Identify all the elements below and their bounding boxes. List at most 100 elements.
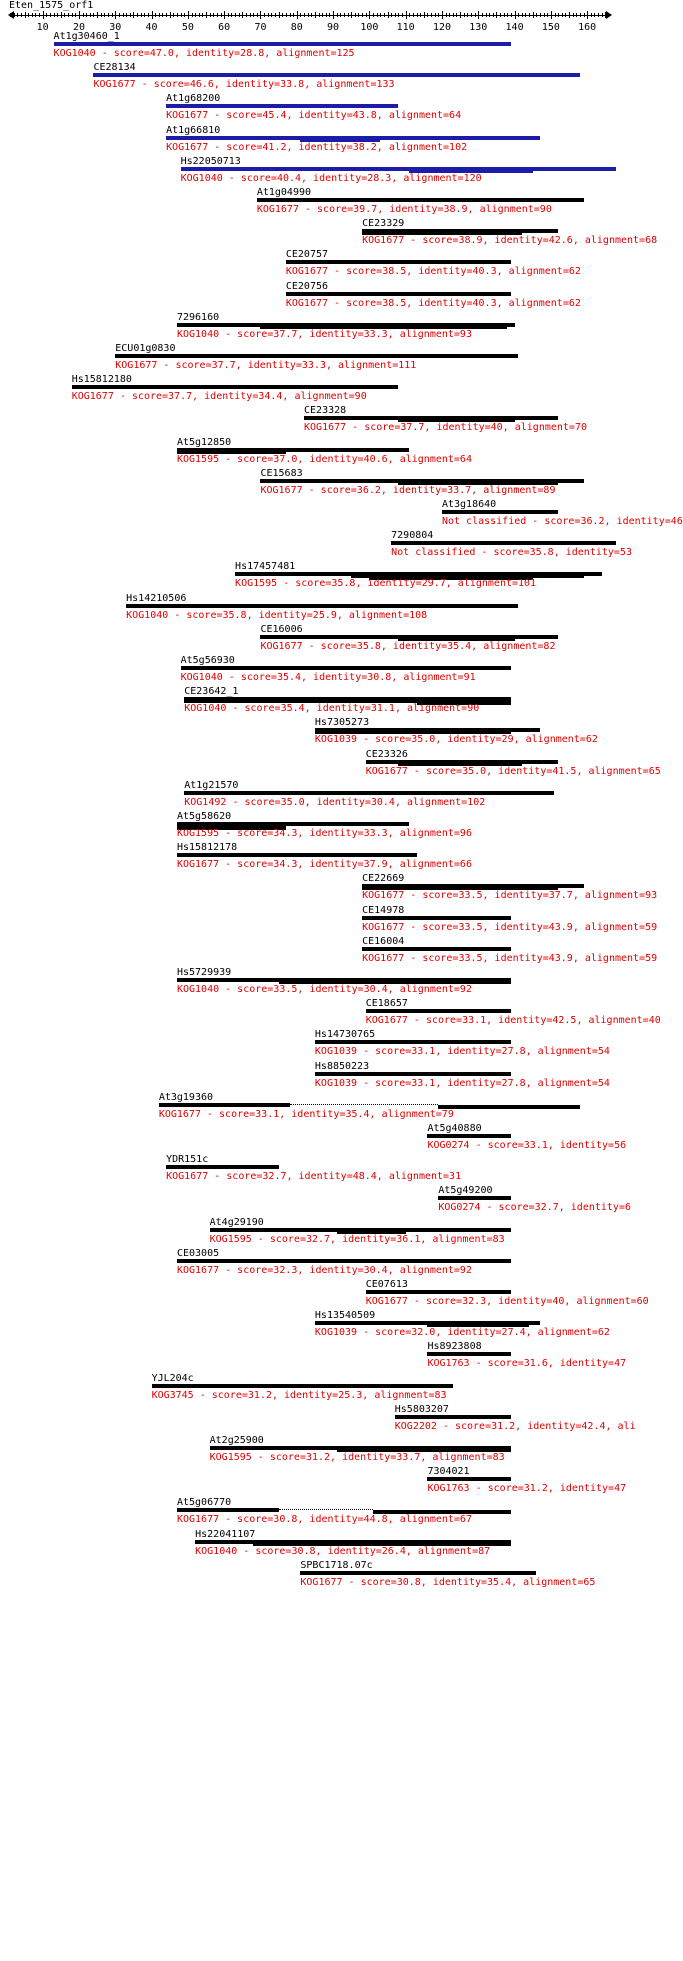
alignment-bar[interactable]	[416, 701, 511, 706]
alignment-bar[interactable]	[166, 1165, 279, 1170]
alignment-bar[interactable]	[151, 1383, 453, 1388]
hit-description[interactable]: KOG1595 - score=34.3, identity=33.3, ali…	[176, 828, 472, 839]
alignment-bar[interactable]	[365, 1009, 511, 1014]
hit-description[interactable]: KOG1677 - score=46.6, identity=33.8, ali…	[93, 79, 395, 91]
hit-name[interactable]: 7304021	[427, 1466, 470, 1478]
alignment-bar[interactable]	[362, 886, 559, 891]
hit-description[interactable]: KOG1040 - score=30.8, identity=26.4, ali…	[195, 1545, 491, 1557]
alignment-bar[interactable]	[253, 1541, 511, 1546]
hit-description[interactable]: KOG1677 - score=33.1, identity=42.5, ali…	[365, 1015, 661, 1027]
alignment-bar[interactable]	[373, 1510, 511, 1515]
hit-description[interactable]: KOG1492 - score=35.0, identity=30.4, ali…	[184, 796, 486, 808]
alignment-bar[interactable]	[409, 168, 533, 173]
hit-description[interactable]: KOG1677 - score=38.5, identity=40.3, ali…	[285, 297, 581, 309]
alignment-bar[interactable]	[300, 137, 381, 142]
alignment-bar[interactable]	[398, 480, 559, 485]
hit-description[interactable]: KOG1677 - score=33.5, identity=43.9, ali…	[362, 952, 658, 964]
hit-description[interactable]: KOG1040 - score=40.4, identity=28.3, ali…	[180, 172, 482, 184]
hit-description[interactable]: Not classified - score=35.8, identity=53	[391, 547, 632, 559]
hit-description[interactable]: KOG1677 - score=37.7, identity=40, align…	[304, 422, 587, 434]
hit-description[interactable]: KOG1677 - score=38.9, identity=42.6, ali…	[362, 235, 658, 247]
hit-name[interactable]: At1g30460_1	[53, 31, 120, 42]
hit-name[interactable]: Hs5803207	[394, 1403, 449, 1415]
alignment-bar[interactable]	[166, 104, 399, 109]
hit-name[interactable]: CE20757	[285, 249, 329, 261]
alignment-bar[interactable]	[176, 853, 417, 858]
hit-description[interactable]: KOG1040 - score=47.0, identity=28.8, ali…	[53, 48, 355, 59]
hit-name[interactable]: Hs14210506	[126, 592, 187, 604]
alignment-bar[interactable]	[391, 541, 617, 546]
alignment-bar[interactable]	[441, 510, 559, 514]
hit-description[interactable]: KOG1677 - score=36.2, identity=33.7, ali…	[260, 484, 556, 496]
hit-name[interactable]: CE14978	[362, 904, 405, 916]
alignment-bar[interactable]	[176, 1508, 279, 1513]
hit-description[interactable]: KOG1677 - score=32.7, identity=48.4, ali…	[166, 1171, 462, 1183]
hit-description[interactable]: KOG1040 - score=33.5, identity=30.4, ali…	[176, 984, 472, 995]
hit-name[interactable]: At1g04990	[256, 187, 312, 198]
alignment-bar[interactable]	[427, 1477, 511, 1482]
hit-name[interactable]: YJL204c	[151, 1372, 194, 1384]
hit-description[interactable]: KOG1677 - score=38.5, identity=40.3, ali…	[285, 266, 581, 278]
alignment-bar[interactable]	[427, 1134, 511, 1138]
alignment-bar[interactable]	[176, 449, 286, 454]
alignment-bar[interactable]	[93, 73, 580, 78]
alignment-bar[interactable]	[427, 1323, 530, 1328]
alignment-bar[interactable]	[184, 790, 555, 795]
hit-name[interactable]: At1g21570	[184, 779, 239, 791]
hit-description[interactable]: KOG1677 - score=33.5, identity=37.7, ali…	[362, 890, 658, 902]
hit-description[interactable]: KOG1040 - score=35.4, identity=30.8, ali…	[180, 672, 476, 683]
hit-description[interactable]: KOG0274 - score=32.7, identity=6	[438, 1202, 631, 1214]
hit-name[interactable]: CE16004	[362, 935, 405, 947]
alignment-bar[interactable]	[300, 1570, 537, 1575]
hit-description[interactable]: KOG1040 - score=35.8, identity=25.9, ali…	[126, 609, 428, 621]
hit-description[interactable]: KOG1040 - score=37.7, identity=33.3, ali…	[176, 328, 472, 340]
hit-description[interactable]: KOG1595 - score=31.2, identity=33.7, ali…	[209, 1452, 505, 1463]
alignment-bar[interactable]	[260, 324, 508, 329]
hit-name[interactable]: CE15683	[260, 467, 303, 479]
alignment-bar[interactable]	[314, 1040, 511, 1045]
alignment-bar[interactable]	[256, 198, 584, 202]
hit-description[interactable]: KOG1039 - score=33.1, identity=27.8, ali…	[314, 1077, 610, 1089]
hit-description[interactable]: KOG1763 - score=31.6, identity=47	[427, 1358, 627, 1370]
hit-name[interactable]: YDR151c	[166, 1154, 209, 1166]
hit-name[interactable]: Hs22050713	[180, 155, 241, 167]
hit-name[interactable]: CE22669	[362, 873, 405, 885]
hit-name[interactable]: CE23326	[365, 748, 408, 760]
hit-name[interactable]: ECU01g0830	[115, 343, 176, 354]
alignment-bar[interactable]	[278, 980, 511, 984]
hit-name[interactable]: At1g66810	[166, 124, 221, 136]
alignment-bar[interactable]	[362, 231, 522, 236]
alignment-bar[interactable]	[53, 42, 511, 46]
hit-description[interactable]: KOG1677 - score=41.2, identity=38.2, ali…	[166, 141, 468, 153]
hit-name[interactable]: At5g40880	[427, 1123, 482, 1134]
hit-description[interactable]: KOG0274 - score=33.1, identity=56	[427, 1140, 627, 1151]
hit-description[interactable]: Not classified - score=36.2, identity=46	[441, 516, 683, 527]
hit-description[interactable]: KOG1677 - score=45.4, identity=43.8, ali…	[166, 110, 462, 122]
hit-name[interactable]: 7296160	[176, 311, 220, 323]
hit-name[interactable]: CE23328	[304, 405, 347, 417]
hit-description[interactable]: KOG1677 - score=33.5, identity=43.9, ali…	[362, 921, 658, 933]
